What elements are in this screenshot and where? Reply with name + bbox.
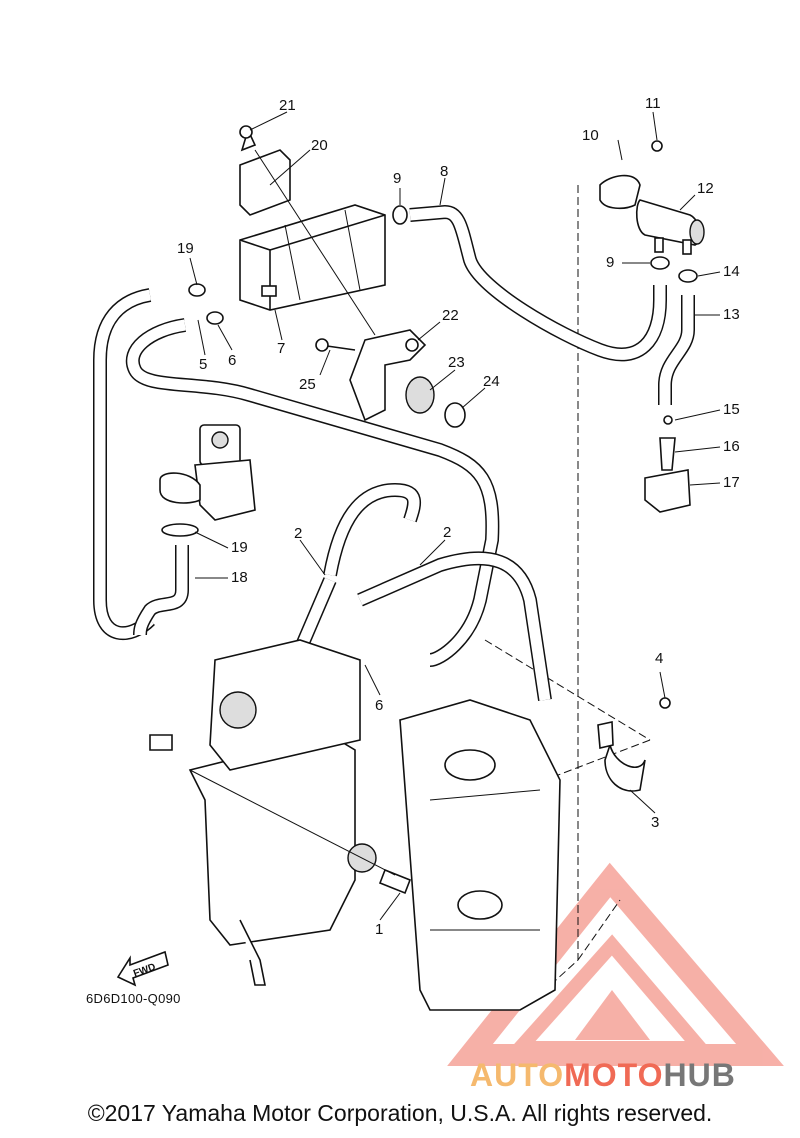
drawing-code: 6D6D100-Q090 xyxy=(86,991,181,1006)
label-15: 15 xyxy=(723,401,740,418)
filter-12 xyxy=(599,140,705,255)
label-2a: 2 xyxy=(294,525,302,542)
label-21: 21 xyxy=(279,97,296,114)
leader-lines xyxy=(189,111,721,921)
valve-assembly xyxy=(159,424,256,521)
label-9a: 9 xyxy=(393,170,401,187)
label-19b: 19 xyxy=(231,539,248,556)
watermark-hub: HUB xyxy=(663,1057,736,1093)
hose-main-loop xyxy=(93,288,500,667)
label-16: 16 xyxy=(723,438,740,455)
label-6b: 6 xyxy=(375,697,383,714)
copyright-notice: ©2017 Yamaha Motor Corporation, U.S.A. A… xyxy=(87,1100,713,1126)
label-11: 11 xyxy=(645,95,661,112)
part-number-labels: 1 2 2 3 4 5 6 6 7 8 9 9 10 11 12 13 14 1… xyxy=(177,95,740,938)
label-20: 20 xyxy=(311,137,328,154)
cylinder-block xyxy=(399,699,561,1011)
label-23: 23 xyxy=(448,354,465,371)
label-6a: 6 xyxy=(228,352,236,369)
label-24: 24 xyxy=(483,373,500,390)
label-9b: 9 xyxy=(606,254,614,271)
label-2b: 2 xyxy=(443,524,451,541)
label-13: 13 xyxy=(723,306,740,323)
label-8: 8 xyxy=(440,163,448,180)
watermark-moto: MOTO xyxy=(564,1057,664,1093)
label-3: 3 xyxy=(651,814,659,831)
bracket-22 xyxy=(315,329,466,428)
label-5: 5 xyxy=(199,356,207,373)
bracket-20 xyxy=(239,125,291,216)
hose-8 xyxy=(409,204,667,362)
label-10: 10 xyxy=(582,127,599,144)
hose-upper xyxy=(293,482,552,702)
canister-7 xyxy=(239,204,386,311)
label-1: 1 xyxy=(375,921,383,938)
label-22: 22 xyxy=(442,307,459,324)
holder-3 xyxy=(597,697,671,792)
fwd-arrow: FWD xyxy=(116,950,169,987)
label-14: 14 xyxy=(723,263,740,280)
label-19a: 19 xyxy=(177,240,194,257)
label-18: 18 xyxy=(231,569,248,586)
label-25: 25 xyxy=(299,376,316,393)
label-12: 12 xyxy=(697,180,714,197)
label-7: 7 xyxy=(277,340,285,357)
watermark-auto: AUTO xyxy=(470,1057,565,1093)
hose-18 xyxy=(133,545,189,636)
label-4: 4 xyxy=(655,650,663,667)
clips xyxy=(161,205,698,537)
hose-13 xyxy=(658,295,695,405)
watermark-text: AUTOMOTOHUB xyxy=(470,1057,736,1094)
vapor-separator xyxy=(149,639,412,986)
label-17: 17 xyxy=(723,474,740,491)
